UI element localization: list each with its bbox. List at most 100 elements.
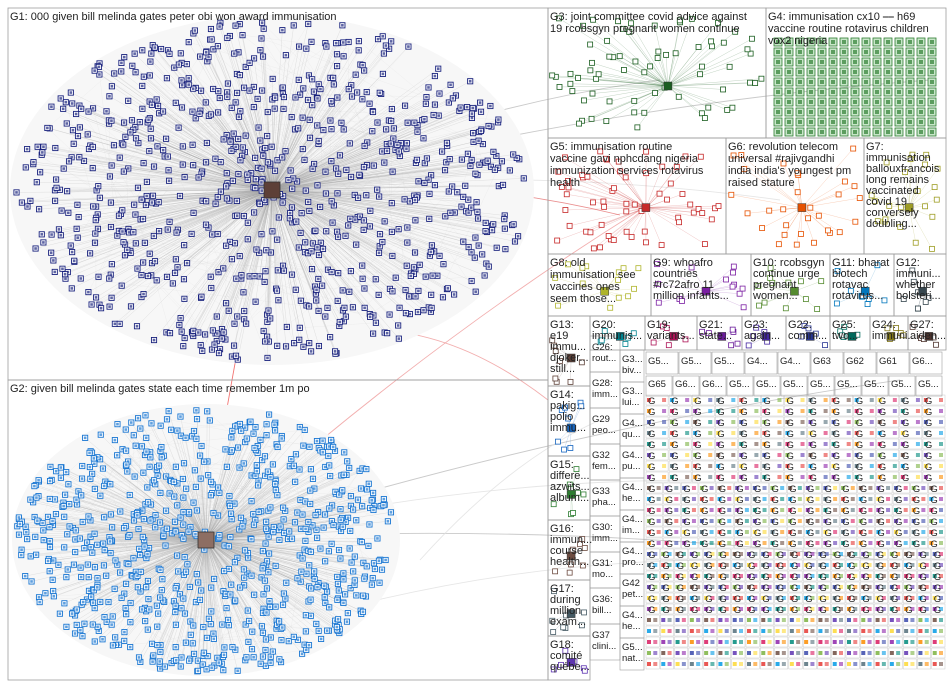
node-avatar: [290, 206, 294, 209]
node-edge: [153, 189, 273, 237]
node-avatar: [176, 429, 179, 432]
node-edge: [348, 89, 412, 276]
node-avatar: [325, 590, 329, 593]
node-edge: [271, 169, 495, 191]
node-avatar: [117, 214, 121, 218]
node-edge: [271, 174, 478, 191]
node-edge: [320, 242, 365, 289]
node-avatar: [374, 277, 378, 281]
node-avatar: [70, 250, 74, 254]
node-edge: [259, 252, 317, 290]
node-edge: [141, 189, 273, 276]
node-avatar: [330, 159, 333, 163]
node-avatar: [354, 73, 357, 76]
node-edge: [271, 189, 432, 295]
node-edge: [194, 30, 464, 197]
node-edge: [318, 54, 338, 311]
node-avatar: [148, 149, 151, 153]
node-avatar: [306, 200, 310, 204]
node-avatar: [511, 153, 515, 156]
node-avatar: [204, 223, 208, 226]
node-avatar: [375, 188, 379, 191]
node-avatar: [413, 121, 416, 124]
node-edge: [239, 75, 273, 191]
node-edge: [271, 189, 285, 271]
node-avatar: [25, 147, 29, 151]
node-edge: [205, 539, 224, 657]
node-avatar: [299, 299, 303, 303]
node-avatar: [364, 193, 368, 197]
node-avatar: [281, 86, 285, 89]
node-avatar: [284, 53, 288, 57]
node-avatar: [236, 137, 240, 141]
node-edge: [117, 126, 492, 236]
node-avatar: [147, 118, 150, 121]
node-avatar: [78, 126, 82, 129]
node-avatar: [233, 241, 237, 245]
node-avatar: [153, 525, 157, 529]
node-avatar: [258, 202, 262, 206]
node-avatar: [183, 336, 186, 340]
node-avatar: [349, 175, 353, 179]
node-avatar: [190, 232, 193, 236]
node-avatar: [216, 195, 220, 199]
node-avatar: [122, 121, 126, 124]
node-avatar: [269, 251, 273, 254]
node-avatar: [216, 232, 219, 236]
node-avatar: [235, 315, 239, 318]
node-edge: [271, 151, 443, 191]
node-edge: [72, 197, 274, 253]
node-avatar: [300, 652, 304, 656]
node-edge: [225, 189, 273, 340]
node-avatar: [417, 180, 420, 183]
node-avatar: [168, 331, 172, 335]
node-avatar: [324, 170, 327, 173]
node-edge: [71, 189, 273, 289]
node-edge: [136, 189, 273, 327]
node-avatar: [341, 24, 344, 27]
node-edge: [271, 189, 513, 226]
node-avatar: [470, 116, 474, 120]
node-avatar: [471, 131, 475, 135]
node-avatar: [424, 102, 428, 106]
node-edge: [239, 43, 338, 257]
node-avatar: [246, 178, 250, 182]
node-edge: [256, 189, 273, 250]
node-avatar: [338, 320, 342, 324]
node-edge: [271, 126, 492, 191]
node-avatar: [281, 201, 284, 204]
node-edge: [130, 92, 228, 133]
node-edge: [271, 189, 399, 230]
node-avatar: [363, 306, 366, 310]
node-avatar: [346, 516, 350, 520]
node-avatar: [423, 117, 426, 121]
node-avatar: [466, 152, 470, 156]
node-avatar: [294, 96, 297, 99]
node-avatar: [187, 83, 191, 86]
node-avatar: [427, 178, 430, 181]
node-avatar: [336, 96, 339, 99]
node-avatar: [292, 341, 296, 345]
node-avatar: [263, 280, 266, 284]
node-avatar: [222, 668, 225, 672]
node-avatar: [259, 139, 262, 142]
node-avatar: [324, 229, 328, 233]
node-avatar: [235, 199, 239, 203]
node-avatar: [264, 248, 268, 252]
node-edge: [141, 23, 309, 298]
node-avatar: [489, 104, 492, 108]
node-edge: [271, 189, 412, 274]
node-avatar: [432, 113, 435, 117]
node-avatar: [344, 315, 348, 318]
node-avatar: [336, 271, 340, 275]
node-edge: [271, 119, 425, 191]
node-edge: [261, 90, 273, 191]
node-avatar: [288, 211, 292, 215]
node-avatar: [314, 299, 318, 302]
node-edge: [227, 37, 273, 191]
node-avatar: [478, 101, 482, 104]
node-avatar: [159, 47, 163, 51]
node-avatar: [192, 329, 195, 333]
node-avatar: [513, 240, 517, 243]
node-avatar: [331, 76, 335, 80]
